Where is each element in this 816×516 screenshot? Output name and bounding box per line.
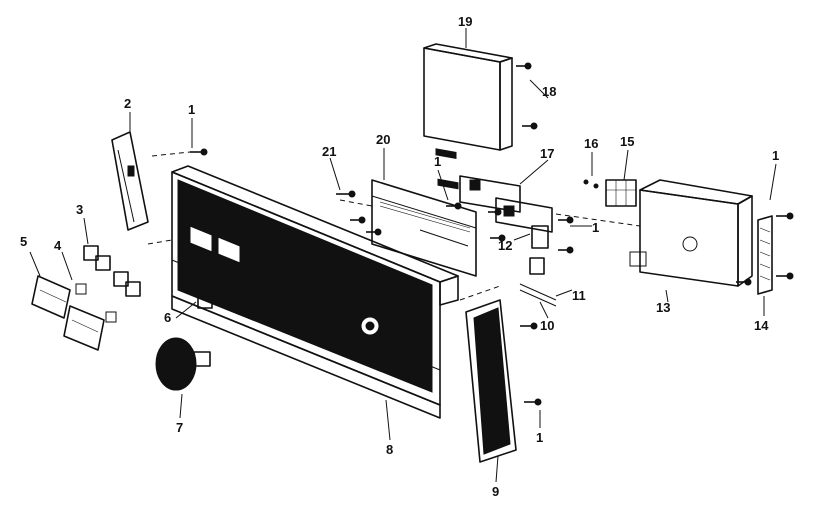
callout-8: 8: [386, 442, 393, 457]
switch-part-12: [531, 225, 549, 249]
screws: [190, 62, 794, 406]
leader-lines: [29, 28, 777, 483]
callout-1-top: 1: [188, 102, 195, 117]
callout-4: 4: [54, 238, 62, 253]
callout-10: 10: [540, 318, 554, 333]
callout-9: 9: [492, 484, 499, 499]
callout-labels: 1 2 3 4 5 6 7 8 9 10 11 12 1 13 14 15 16…: [20, 14, 779, 499]
callout-11: 11: [572, 288, 586, 303]
callout-13: 13: [656, 300, 670, 315]
callout-2: 2: [124, 96, 131, 111]
terminal-block-part-15: [605, 179, 637, 207]
housing-part-19: [423, 43, 513, 190]
spacer-part-6: [197, 295, 213, 309]
callout-3: 3: [76, 202, 83, 217]
callout-19: 19: [458, 14, 472, 29]
callout-14: 14: [754, 318, 769, 333]
callout-16: 16: [584, 136, 598, 151]
callout-18: 18: [542, 84, 556, 99]
callout-6: 6: [164, 310, 171, 325]
callout-1-right-mid: 1: [592, 220, 599, 235]
control-panel-part-8: [171, 165, 459, 419]
callout-1-bottom: 1: [536, 430, 543, 445]
insert-part-4: [75, 283, 117, 323]
callout-12: 12: [498, 238, 512, 253]
bracket-part-2: [111, 131, 149, 231]
harness-part-11: [519, 257, 557, 307]
callout-5: 5: [20, 234, 27, 249]
switch-strip-part-5: [31, 275, 105, 351]
button-part-3: [83, 245, 141, 297]
callout-20: 20: [376, 132, 390, 147]
callout-15: 15: [620, 134, 634, 149]
switch-part-17: [459, 175, 553, 233]
assembly-lines: [147, 151, 641, 319]
timer-part-13: [629, 179, 753, 287]
knob-part-7: [155, 337, 211, 391]
terminal-strip-part-14: [757, 215, 773, 295]
callout-21: 21: [322, 144, 336, 159]
callout-1-center: 1: [434, 154, 441, 169]
callout-1-far-right: 1: [772, 148, 779, 163]
side-panel-part-9: [465, 299, 517, 463]
bracket-part-20: [371, 179, 477, 277]
callout-17: 17: [540, 146, 554, 161]
callout-7: 7: [176, 420, 183, 435]
